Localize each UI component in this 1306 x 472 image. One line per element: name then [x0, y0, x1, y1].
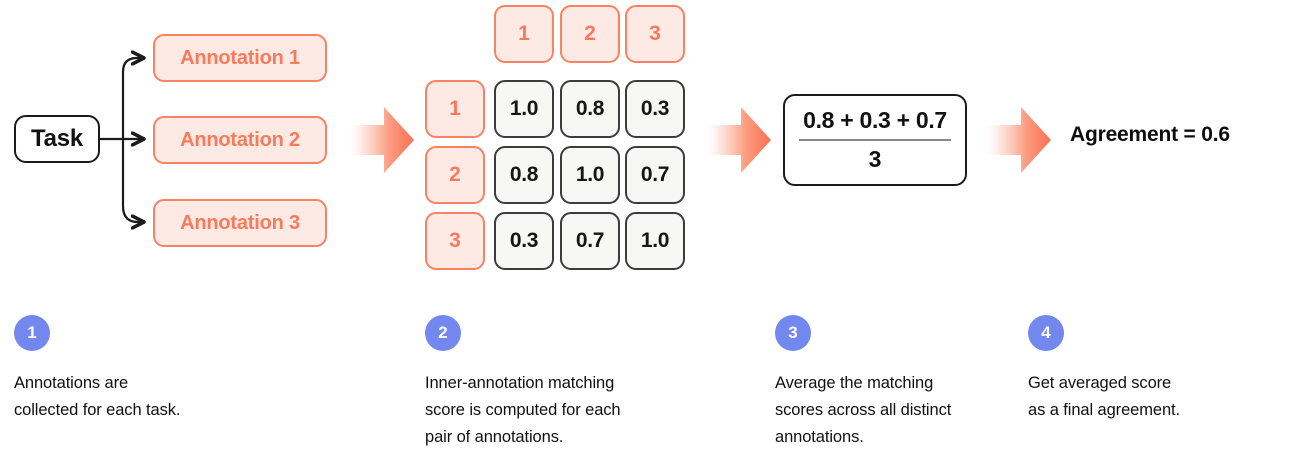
matrix-cell-3-2: 0.7 [560, 212, 620, 270]
step-4-badge: 4 [1028, 315, 1064, 351]
average-formula-box: 0.8 + 0.3 + 0.7 3 [783, 94, 967, 186]
matrix-cell-1-2: 0.8 [560, 80, 620, 138]
matrix-cell-1-3: 0.3 [625, 80, 685, 138]
matrix-row-header-1: 1 [425, 80, 485, 138]
matrix-col-header-2: 2 [560, 5, 620, 63]
step-2: 2 Inner-annotation matching score is com… [425, 315, 715, 451]
step-2-text: Inner-annotation matching score is compu… [425, 374, 621, 446]
matrix-cell-2-3: 0.7 [625, 146, 685, 204]
matrix-row-header-2: 2 [425, 146, 485, 204]
annotation-box-1: Annotation 1 [153, 34, 327, 82]
matrix-col-header-3: 3 [625, 5, 685, 63]
matrix-cell-3-1: 0.3 [494, 212, 554, 270]
step-1-badge: 1 [14, 315, 50, 351]
matrix-col-header-1: 1 [494, 5, 554, 63]
matrix-cell-3-3: 1.0 [625, 212, 685, 270]
arrow-task-to-matrix [348, 107, 414, 173]
step-1-text: Annotations are collected for each task. [14, 374, 181, 419]
formula-denominator: 3 [868, 146, 882, 172]
agreement-result-label: Agreement = 0.6 [1070, 123, 1230, 146]
task-box: Task [14, 115, 100, 163]
arrow-matrix-to-formula [705, 107, 771, 173]
step-1: 1 Annotations are collected for each tas… [14, 315, 274, 424]
matrix-row-header-3: 3 [425, 212, 485, 270]
step-4: 4 Get averaged score as a final agreemen… [1028, 315, 1298, 424]
matrix-cell-1-1: 1.0 [494, 80, 554, 138]
step-3-text: Average the matching scores across all d… [775, 374, 952, 446]
step-3: 3 Average the matching scores across all… [775, 315, 1035, 451]
matrix-cell-2-1: 0.8 [494, 146, 554, 204]
formula-numerator: 0.8 + 0.3 + 0.7 [799, 107, 951, 141]
step-3-badge: 3 [775, 315, 811, 351]
step-4-text: Get averaged score as a final agreement. [1028, 374, 1180, 419]
annotation-box-3: Annotation 3 [153, 199, 327, 247]
step-2-badge: 2 [425, 315, 461, 351]
arrow-formula-to-result [985, 107, 1051, 173]
matrix-cell-2-2: 1.0 [560, 146, 620, 204]
agreement-matrix: 1 2 3 1 2 3 1.0 0.8 0.3 0.8 1.0 0.7 0.3 … [425, 5, 690, 271]
annotation-box-2: Annotation 2 [153, 116, 327, 164]
